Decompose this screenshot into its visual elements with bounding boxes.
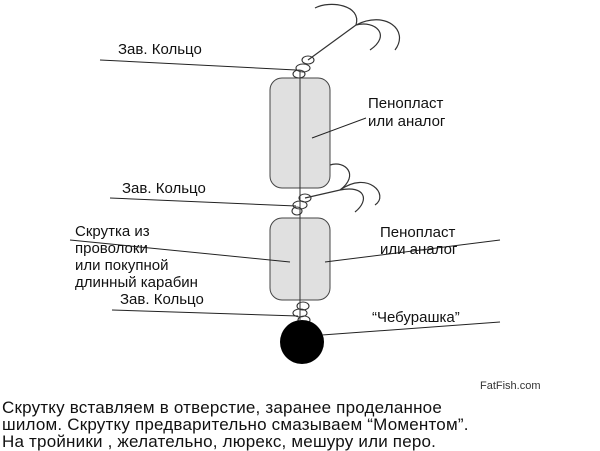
- sinker-cheburashka: [280, 320, 324, 364]
- caption-line-3: На тройники , желательно, люрекс, мешуру…: [2, 432, 437, 451]
- label-ring-top: Зав. Кольцо: [118, 41, 202, 58]
- label-sinker: “Чебурашка”: [372, 309, 460, 326]
- swivel-rings: [291, 55, 315, 325]
- label-twist-2: проволоки: [75, 240, 148, 257]
- label-twist-1: Скрутка из: [75, 223, 150, 240]
- label-foam-top-2: или аналог: [368, 113, 446, 130]
- label-ring-bottom: Зав. Кольцо: [120, 291, 204, 308]
- watermark: FatFish.com: [480, 380, 541, 392]
- caption-line-1: Скрутку вставляем в отверстие, заранее п…: [2, 398, 442, 417]
- label-foam-top-1: Пенопласт: [368, 95, 443, 112]
- label-ring-mid: Зав. Кольцо: [122, 180, 206, 197]
- label-foam-bottom-1: Пенопласт: [380, 224, 455, 241]
- label-twist-3: или покупной: [75, 257, 169, 274]
- treble-hook-top: [307, 3, 401, 61]
- label-foam-bottom-2: или аналог: [380, 241, 458, 258]
- label-twist-4: длинный карабин: [75, 274, 198, 291]
- caption-line-2: шилом. Скрутку предварительно смазываем …: [2, 415, 469, 434]
